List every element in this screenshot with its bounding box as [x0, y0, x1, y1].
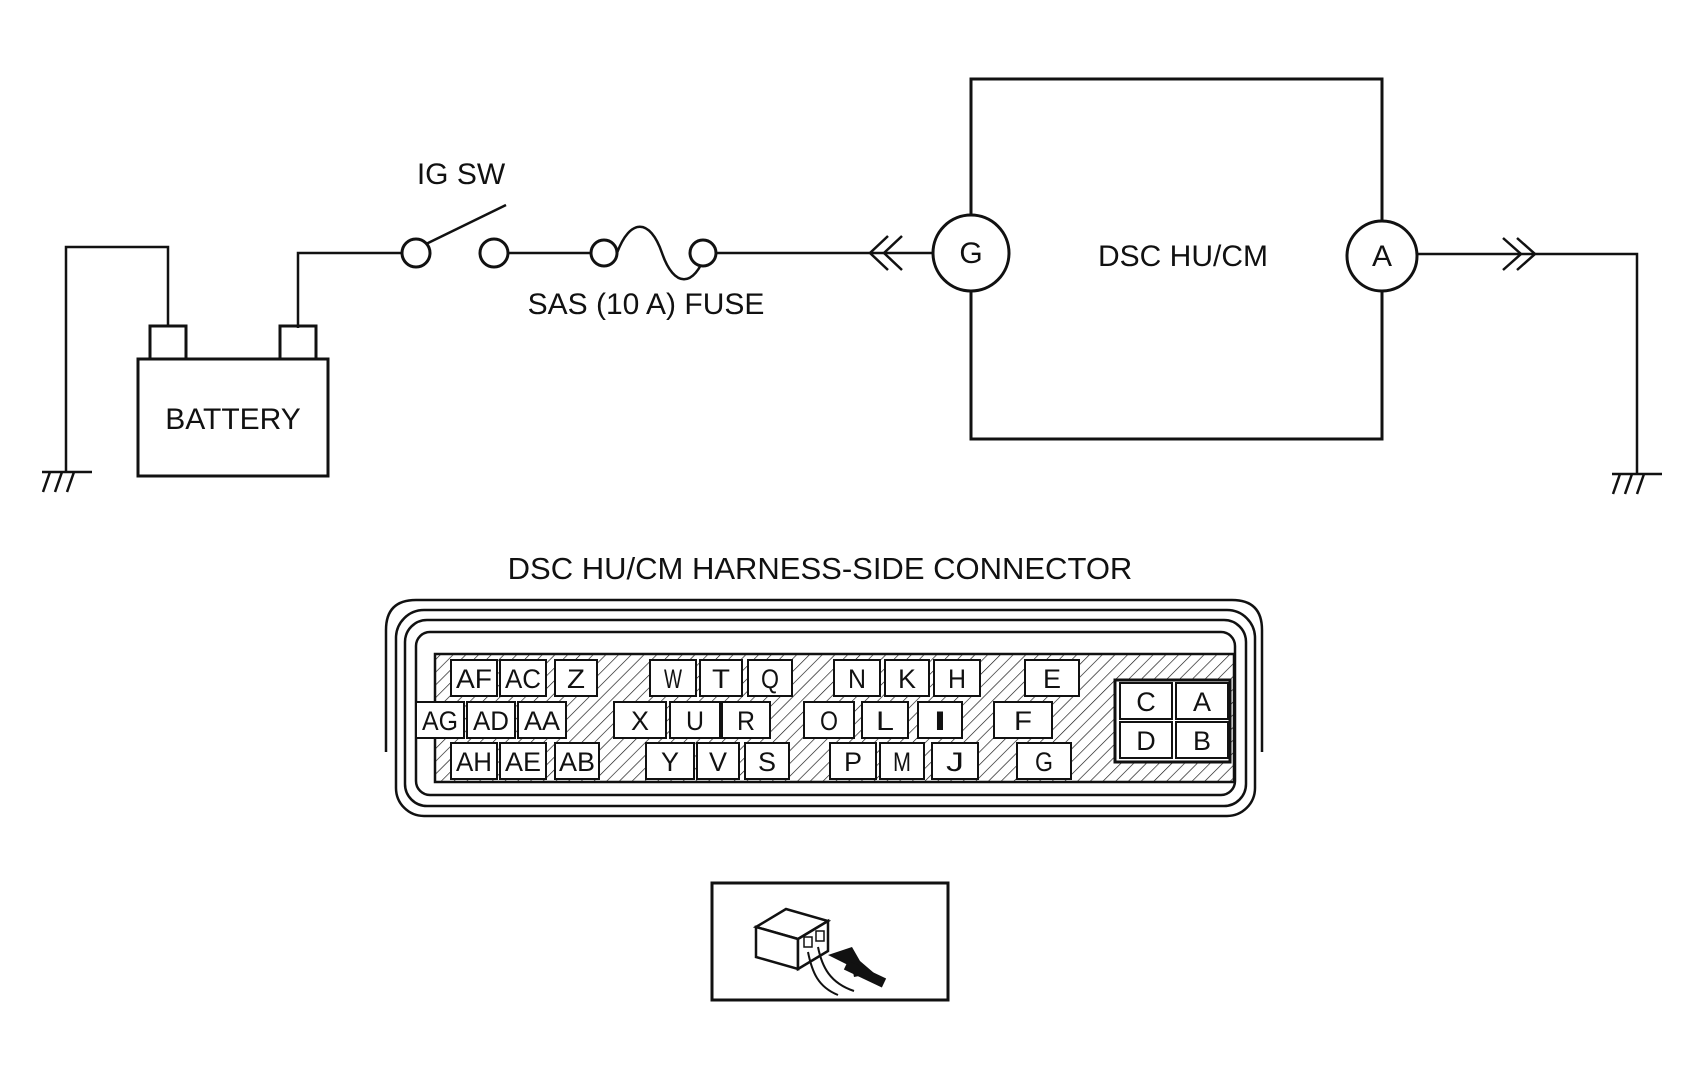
svg-text:Y: Y — [661, 747, 679, 777]
connector-pin-ab: AB — [554, 742, 600, 780]
svg-text:AE: AE — [505, 747, 541, 777]
svg-text:S: S — [758, 747, 776, 777]
svg-text:C: C — [1136, 687, 1156, 717]
connector-harness-view-icon — [710, 881, 950, 1002]
connector-pin-i: I — [917, 701, 963, 739]
ignition-switch: IG SW — [400, 158, 510, 269]
connector-pin-l: L — [861, 701, 909, 739]
svg-text:Z: Z — [567, 664, 585, 694]
connector-pin-j: J — [931, 742, 979, 780]
connector-pin-v: V — [696, 742, 740, 780]
terminal-a-label: A — [1372, 240, 1392, 273]
connector-pin-ae: AE — [499, 742, 547, 780]
connector-pin-ag: AG — [415, 701, 465, 739]
svg-text:AF: AF — [456, 664, 492, 694]
connector-pin-e: E — [1024, 659, 1080, 697]
svg-text:N: N — [848, 664, 866, 694]
connector-pin-af: AF — [450, 659, 498, 697]
connector-pin-h: H — [933, 659, 981, 697]
connector-arrow-out — [1502, 237, 1537, 271]
connector-arrow-in — [868, 235, 903, 271]
connector-pin-a: A — [1175, 682, 1229, 720]
connector-pin-m: M — [879, 742, 925, 780]
svg-text:W: W — [664, 664, 682, 694]
svg-text:M: M — [893, 747, 911, 777]
svg-text:R: R — [737, 706, 755, 736]
svg-text:F: F — [1014, 706, 1032, 736]
connector-pin-q: Q — [747, 659, 793, 697]
connector-pin-r: R — [721, 701, 771, 739]
svg-text:D: D — [1136, 726, 1156, 756]
svg-text:K: K — [898, 664, 916, 694]
svg-text:P: P — [844, 747, 862, 777]
svg-text:E: E — [1043, 664, 1061, 694]
svg-text:T: T — [712, 664, 730, 694]
connector-pin-t: T — [699, 659, 743, 697]
svg-text:V: V — [709, 747, 727, 777]
connector-pin-ac: AC — [499, 659, 547, 697]
connector-pin-n: N — [833, 659, 881, 697]
svg-text:X: X — [631, 706, 649, 736]
connector-pin-x: X — [613, 701, 667, 739]
connector-pin-f: F — [993, 701, 1053, 739]
svg-text:AB: AB — [559, 747, 595, 777]
circuit-diagram: BATTERY IG SW SAS (10 A) FUSE DSC HU/C — [41, 77, 1662, 495]
battery-negative-wire — [64, 245, 170, 472]
svg-text:AD: AD — [473, 706, 509, 736]
terminal-a-circle — [1345, 219, 1419, 293]
sas-fuse: SAS (10 A) FUSE — [528, 225, 765, 321]
dsc-module: DSC HU/CM G A — [931, 77, 1419, 441]
connector-pin-y: Y — [645, 742, 695, 780]
connector-pin-ah: AH — [450, 742, 498, 780]
terminal-g-label: G — [959, 237, 982, 270]
svg-text:AC: AC — [505, 664, 541, 694]
connector-pin-s: S — [744, 742, 790, 780]
connector-pin-z: Z — [554, 659, 598, 697]
connector-pin-o: O — [803, 701, 855, 739]
module-label: DSC HU/CM — [1098, 240, 1268, 273]
right-ground-symbol — [1611, 472, 1662, 495]
battery-label: BATTERY — [165, 403, 301, 436]
connector-pin-b: B — [1175, 721, 1229, 759]
svg-text:H: H — [948, 664, 966, 694]
ig-switch-label: IG SW — [417, 158, 506, 191]
svg-text:A: A — [1193, 687, 1211, 717]
svg-text:Q: Q — [761, 664, 779, 694]
connector-pin-u: U — [669, 701, 721, 739]
battery-positive-wire — [296, 251, 402, 328]
svg-text:G: G — [1035, 747, 1053, 777]
connector-pin-p: P — [829, 742, 877, 780]
connector-pin-k: K — [884, 659, 930, 697]
connector-pin-c: C — [1119, 682, 1173, 720]
connector-pin-d: D — [1119, 721, 1173, 759]
connector-pin-aa: AA — [517, 701, 567, 739]
module-ground-wire — [1417, 252, 1639, 474]
svg-text:J: J — [946, 747, 964, 777]
svg-text:AA: AA — [524, 706, 560, 736]
connector-title: DSC HU/CM HARNESS-SIDE CONNECTOR — [508, 551, 1133, 586]
svg-text:B: B — [1193, 726, 1211, 756]
svg-text:I: I — [931, 706, 949, 736]
connector-pin-ad: AD — [466, 701, 516, 739]
svg-text:O: O — [820, 706, 838, 736]
svg-text:AG: AG — [422, 706, 458, 736]
svg-text:U: U — [686, 706, 704, 736]
terminal-g-circle — [931, 213, 1011, 293]
connector-pin-g: G — [1016, 742, 1072, 780]
svg-text:AH: AH — [456, 747, 492, 777]
fuse-label: SAS (10 A) FUSE — [528, 288, 765, 321]
left-ground-symbol — [41, 470, 92, 493]
connector-pin-w: W — [649, 659, 697, 697]
battery: BATTERY — [136, 324, 330, 478]
svg-text:L: L — [876, 706, 894, 736]
